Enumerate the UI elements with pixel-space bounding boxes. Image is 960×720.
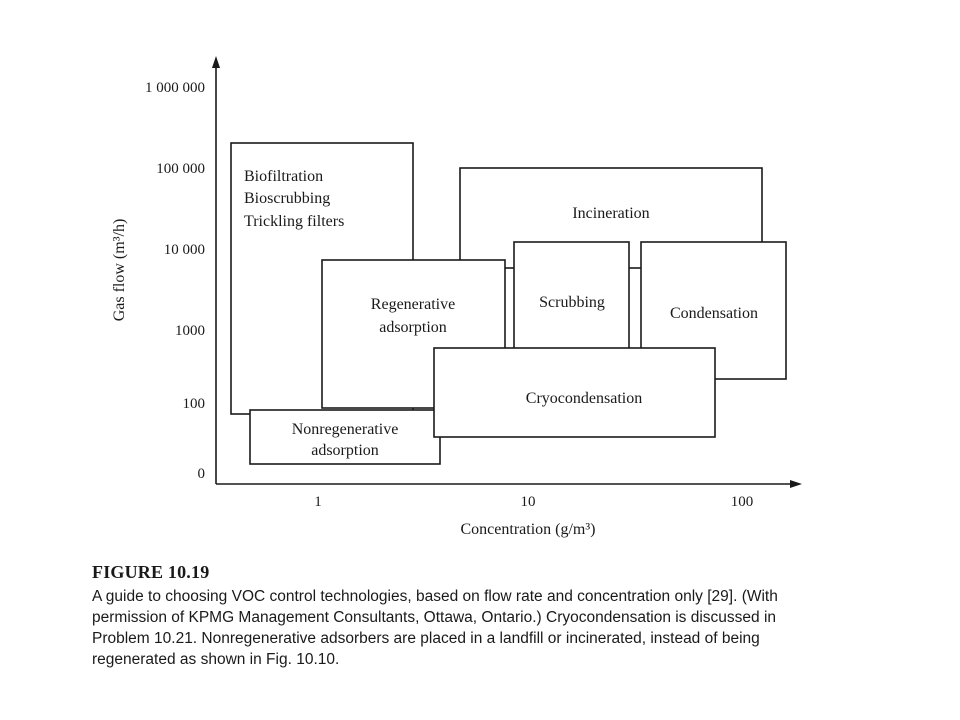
caption-title: FIGURE 10.19 (92, 562, 210, 582)
y-axis-arrow (212, 56, 220, 68)
caption-line: A guide to choosing VOC control technolo… (92, 588, 778, 605)
nonregenerative-adsorption-box (249, 409, 441, 465)
x-tick-labels: 1 10 100 (314, 494, 753, 510)
bioscrubbing-label: Bioscrubbing (244, 190, 330, 207)
y-tick-label: 1 000 000 (145, 80, 205, 96)
incineration-label: Incineration (572, 205, 649, 222)
caption-body: A guide to choosing VOC control technolo… (92, 586, 892, 670)
scrubbing-box (513, 241, 630, 355)
condensation-label: Condensation (670, 305, 758, 322)
trickling-filters-label: Trickling filters (244, 213, 344, 230)
caption-line: Problem 10.21. Nonregenerative adsorbers… (92, 630, 760, 647)
region-labels: Biofiltration Bioscrubbing Trickling fil… (244, 168, 758, 459)
y-tick-label: 100 (183, 396, 206, 412)
y-tick-label: 0 (198, 466, 206, 482)
y-axis-label: Gas flow (m³/h) (111, 219, 128, 322)
caption-line: regenerated as shown in Fig. 10.10. (92, 651, 340, 668)
y-tick-label: 1000 (175, 323, 205, 339)
biofiltration-label: Biofiltration (244, 168, 323, 185)
y-tick-labels: 1 000 000 100 000 10 000 1000 100 0 (145, 80, 205, 482)
x-tick-label: 100 (731, 494, 754, 510)
region-boxes (230, 142, 787, 465)
cryocondensation-box (433, 347, 716, 438)
axes (215, 62, 792, 485)
x-tick-label: 1 (314, 494, 322, 510)
scrubbing-label: Scrubbing (539, 294, 605, 311)
regenerative-adsorption-label: adsorption (379, 319, 447, 336)
y-tick-label: 100 000 (156, 161, 205, 177)
nonregenerative-label: Nonregenerative (292, 421, 399, 438)
cryocondensation-label: Cryocondensation (526, 390, 642, 407)
technology-selection-diagram: 1 000 000 100 000 10 000 1000 100 0 1 10… (111, 56, 802, 538)
x-tick-label: 10 (521, 494, 536, 510)
caption-line: permission of KPMG Management Consultant… (92, 609, 777, 626)
x-axis-label: Concentration (g/m³) (461, 521, 596, 538)
regenerative-label: Regenerative (371, 296, 455, 313)
x-axis-arrow (790, 480, 802, 488)
nonregenerative-adsorption-label: adsorption (311, 442, 379, 459)
y-tick-label: 10 000 (164, 242, 205, 258)
figure-caption: FIGURE 10.19 A guide to choosing VOC con… (92, 562, 892, 670)
